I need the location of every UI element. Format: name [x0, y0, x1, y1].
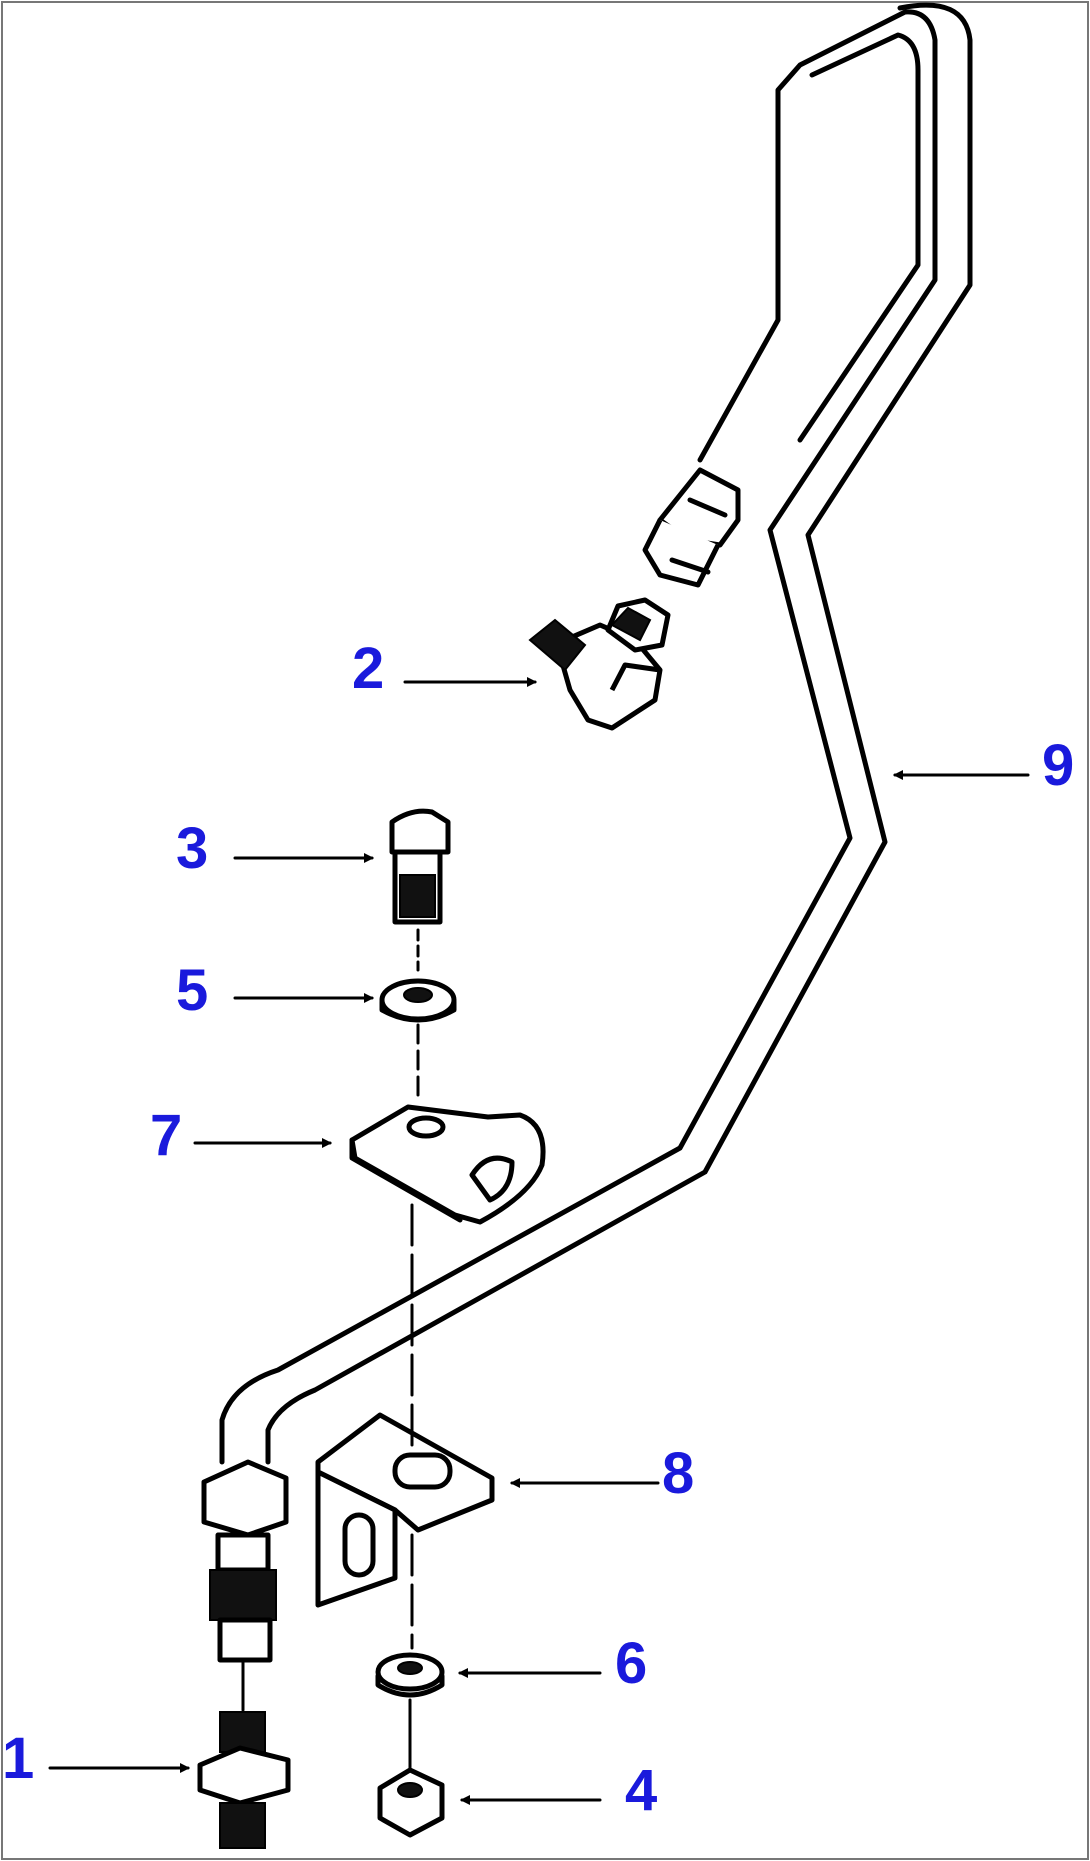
callout-arrows [48, 677, 1030, 1805]
assembly-centerlines [241, 928, 420, 1772]
callout-2: 2 [352, 636, 384, 701]
callout-labels: 2 3 5 7 8 9 6 4 1 [2, 636, 1074, 1823]
callout-5: 5 [176, 958, 208, 1023]
callout-9: 9 [1042, 733, 1074, 798]
tube-part-9 [219, 2, 973, 1465]
callout-1: 1 [2, 1726, 34, 1791]
callout-8: 8 [662, 1441, 694, 1506]
elbow-fitting-part-2 [528, 597, 671, 731]
callout-7: 7 [150, 1103, 182, 1168]
callout-3: 3 [176, 816, 208, 881]
nut-part-4 [377, 1767, 445, 1838]
tube-end-nut-lower [201, 1459, 289, 1663]
connector-part-1 [197, 1711, 291, 1849]
bolt-part-3 [389, 808, 451, 925]
tube-end-nut-upper [642, 467, 741, 588]
callout-4: 4 [625, 1758, 657, 1823]
callout-6: 6 [615, 1631, 647, 1696]
washer-part-5 [379, 978, 457, 1023]
clamp-part-7 [349, 1104, 546, 1225]
lock-washer-part-6 [375, 1652, 445, 1698]
bracket-part-8 [315, 1412, 495, 1608]
